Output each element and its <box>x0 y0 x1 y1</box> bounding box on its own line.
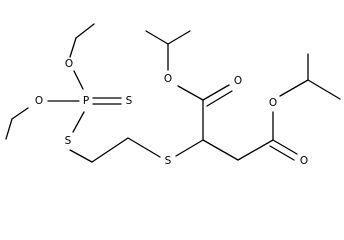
atom-p-center: P <box>83 95 89 107</box>
bond-s-ch <box>175 139 204 157</box>
atom-s-thioether: S <box>165 155 172 167</box>
atom-o-ethoxy-top: O <box>65 58 73 70</box>
molecule-structure-diagram: O O P S S S O O O O <box>5 23 341 167</box>
bond-ch2-c2 <box>237 139 274 161</box>
bond-ethyl-left-ch2-o <box>11 107 29 120</box>
bond-ch-ch2 <box>202 139 239 161</box>
bond-ch2-ch2 <box>91 137 129 163</box>
bond-ipr-1-me-right <box>167 30 191 45</box>
bond-ch2-s <box>127 137 161 158</box>
bond-ethyl-top-ch2-o <box>69 37 77 58</box>
bond-c2-o-double-a <box>272 139 298 155</box>
atom-o-carbonyl-1: O <box>234 75 242 87</box>
atom-o-carbonyl-2: O <box>300 155 308 167</box>
atom-s-thio-ester: S <box>65 135 72 147</box>
bond-o-ester-2-ipr <box>279 79 309 97</box>
bond-c2-o-double-b <box>269 145 295 161</box>
atom-o-ethoxy-left: O <box>35 95 43 107</box>
bond-ethyl-top-ch3-ch2 <box>75 23 95 39</box>
bond-ethyl-left-ch3-ch2 <box>5 118 13 140</box>
bond-c1-o-double-b <box>206 90 233 107</box>
bond-c1-o-double-a <box>202 84 230 101</box>
bond-ipr-2-me-right <box>307 79 341 100</box>
atom-o-ester-1: O <box>164 73 172 85</box>
bond-c1-o-ester <box>177 85 204 101</box>
atom-s-thiono: S <box>126 95 133 107</box>
bond-p-s-single <box>72 111 85 133</box>
bond-ipr-1-me-left <box>145 30 169 45</box>
bond-s-ch2 <box>69 149 93 163</box>
bond-o-top-p <box>73 70 84 90</box>
atom-labels: O O P S S S O O O O <box>35 58 308 167</box>
bonds <box>5 23 341 163</box>
atom-o-ester-2: O <box>269 97 277 109</box>
